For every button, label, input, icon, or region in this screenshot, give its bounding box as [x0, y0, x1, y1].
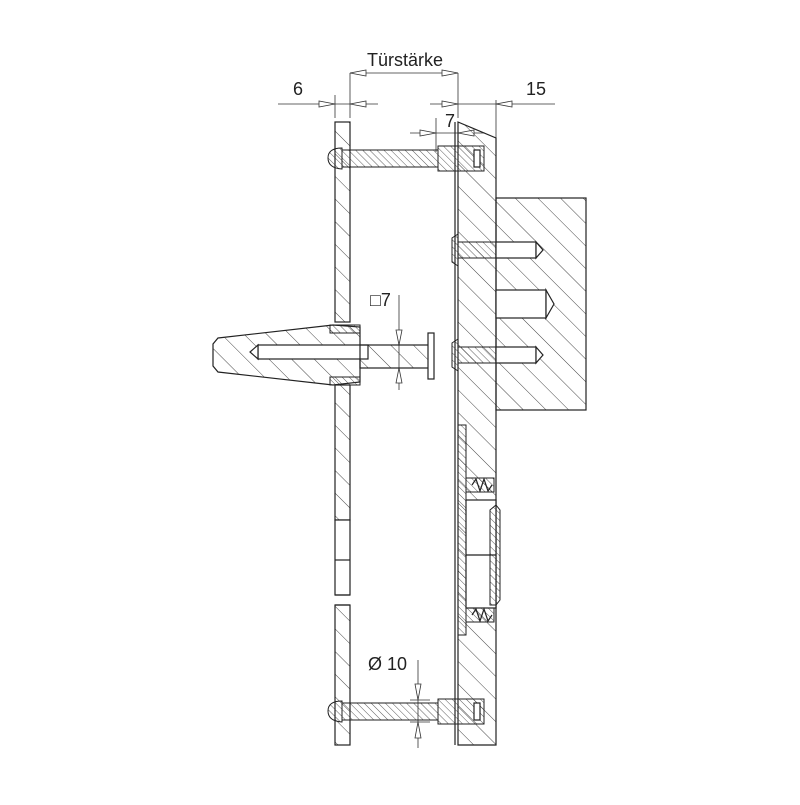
left-door-plate [334, 121, 351, 746]
left-plate-dimension: 6 [293, 79, 303, 99]
bottom-through-bolt [327, 698, 485, 725]
lever-handle [212, 324, 369, 386]
right-plate-dimension: 15 [526, 79, 546, 99]
mounting-block [451, 197, 587, 411]
bolt-diameter-dimension: Ø 10 [368, 654, 407, 674]
door-thickness-label: Türstärke [367, 50, 443, 70]
spindle-square-dimension: □7 [370, 290, 391, 310]
top-through-bolt [327, 145, 485, 172]
spring-cylinder-assembly [457, 424, 501, 636]
dimension-lines [278, 69, 555, 748]
bolt-sleeve-dimension: 7 [445, 111, 455, 131]
square-spindle [359, 332, 435, 380]
